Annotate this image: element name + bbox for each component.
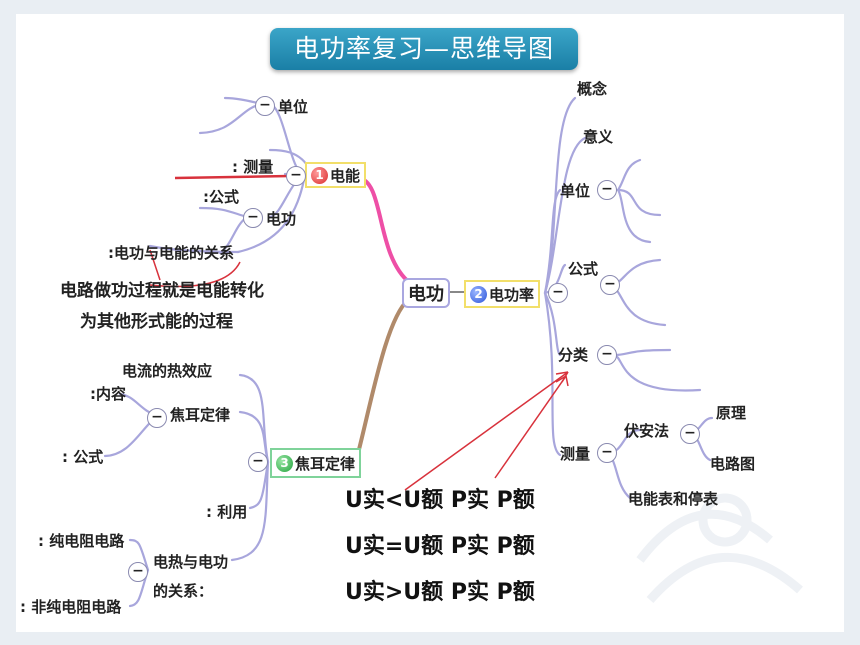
center-label: 电功 [408,284,444,305]
energy-note-line-1: 电路做功过程就是电能转化 [60,281,264,301]
joule-formula-label: : 公式 [62,448,104,466]
power-measure-label: 测量 [560,445,591,463]
volt-amp-label: 伏安法 [624,422,670,440]
meter-label: 电能表和停表 [628,490,719,508]
power-formula-label: 公式 [568,260,599,278]
energy-badge: 1 [311,166,328,184]
relation-line-2: 的关系： [153,582,214,600]
work-collapse-button[interactable]: − [243,208,263,228]
pure-circuit-label: : 纯电阻电路 [38,532,125,550]
nonpure-circuit-label: : 非纯电阻电路 [20,598,122,616]
unit-collapse-button[interactable]: − [255,96,275,116]
power-label: 电功率 [489,285,535,304]
joule-content-label: :内容 [90,385,126,403]
joule-use-label: : 利用 [206,503,248,521]
power-formula-collapse-button[interactable]: − [600,275,620,295]
volt-amp-collapse-button[interactable]: − [680,424,700,444]
energy-note-line-2: 为其他形式能的过程 [80,312,233,332]
energy-work-label: 电功 [266,210,297,228]
power-unit-label: 单位 [560,182,591,200]
relation-line-1: 电热与电功 [153,553,229,571]
compare-line-2: U实=U额 P实 P额 [345,534,535,559]
power-measure-collapse-button[interactable]: − [597,443,617,463]
joule-badge: 3 [276,454,293,472]
energy-relation-label: :电功与电能的关系 [108,244,234,262]
power-node[interactable]: 2 电功率 [464,280,541,308]
heat-effect-label: 电流的热效应 [122,362,213,380]
energy-measure-label: : 测量 [232,158,274,176]
energy-formula-label: :公式 [203,188,239,206]
measure-underline [174,174,291,180]
power-classify-collapse-button[interactable]: − [597,345,617,365]
link-center-energy [357,176,412,285]
power-badge: 2 [470,285,487,303]
energy-label: 电能 [330,166,361,185]
circuit-label: 电路图 [710,455,756,473]
relation-collapse-button[interactable]: − [128,562,148,582]
power-unit-collapse-button[interactable]: − [597,180,617,200]
arrow-line-1 [404,371,569,491]
power-classify-label: 分类 [558,346,589,364]
energy-unit-label: 单位 [278,98,309,116]
joule-label: 焦耳定律 [295,454,356,473]
power-collapse-button[interactable]: − [548,283,568,303]
law-collapse-button[interactable]: − [147,408,167,428]
joule-law-label: 焦耳定律 [170,406,231,424]
page-title: 电功率复习—思维导图 [270,28,578,70]
watermark-hands-icon [636,493,803,603]
link-center-joule [353,298,410,466]
energy-node[interactable]: 1 电能 [305,162,367,188]
compare-line-1: U实<U额 P实 P额 [345,488,535,513]
joule-collapse-button[interactable]: − [248,452,268,472]
center-node[interactable]: 电功 [402,278,450,308]
principle-label: 原理 [716,404,747,422]
joule-node[interactable]: 3 焦耳定律 [270,448,362,478]
power-concept-label: 概念 [577,80,608,98]
energy-collapse-button[interactable]: − [286,166,306,186]
arrow-line-2 [494,375,567,479]
compare-line-3: U实>U额 P实 P额 [345,580,535,605]
power-meaning-label: 意义 [583,128,614,146]
